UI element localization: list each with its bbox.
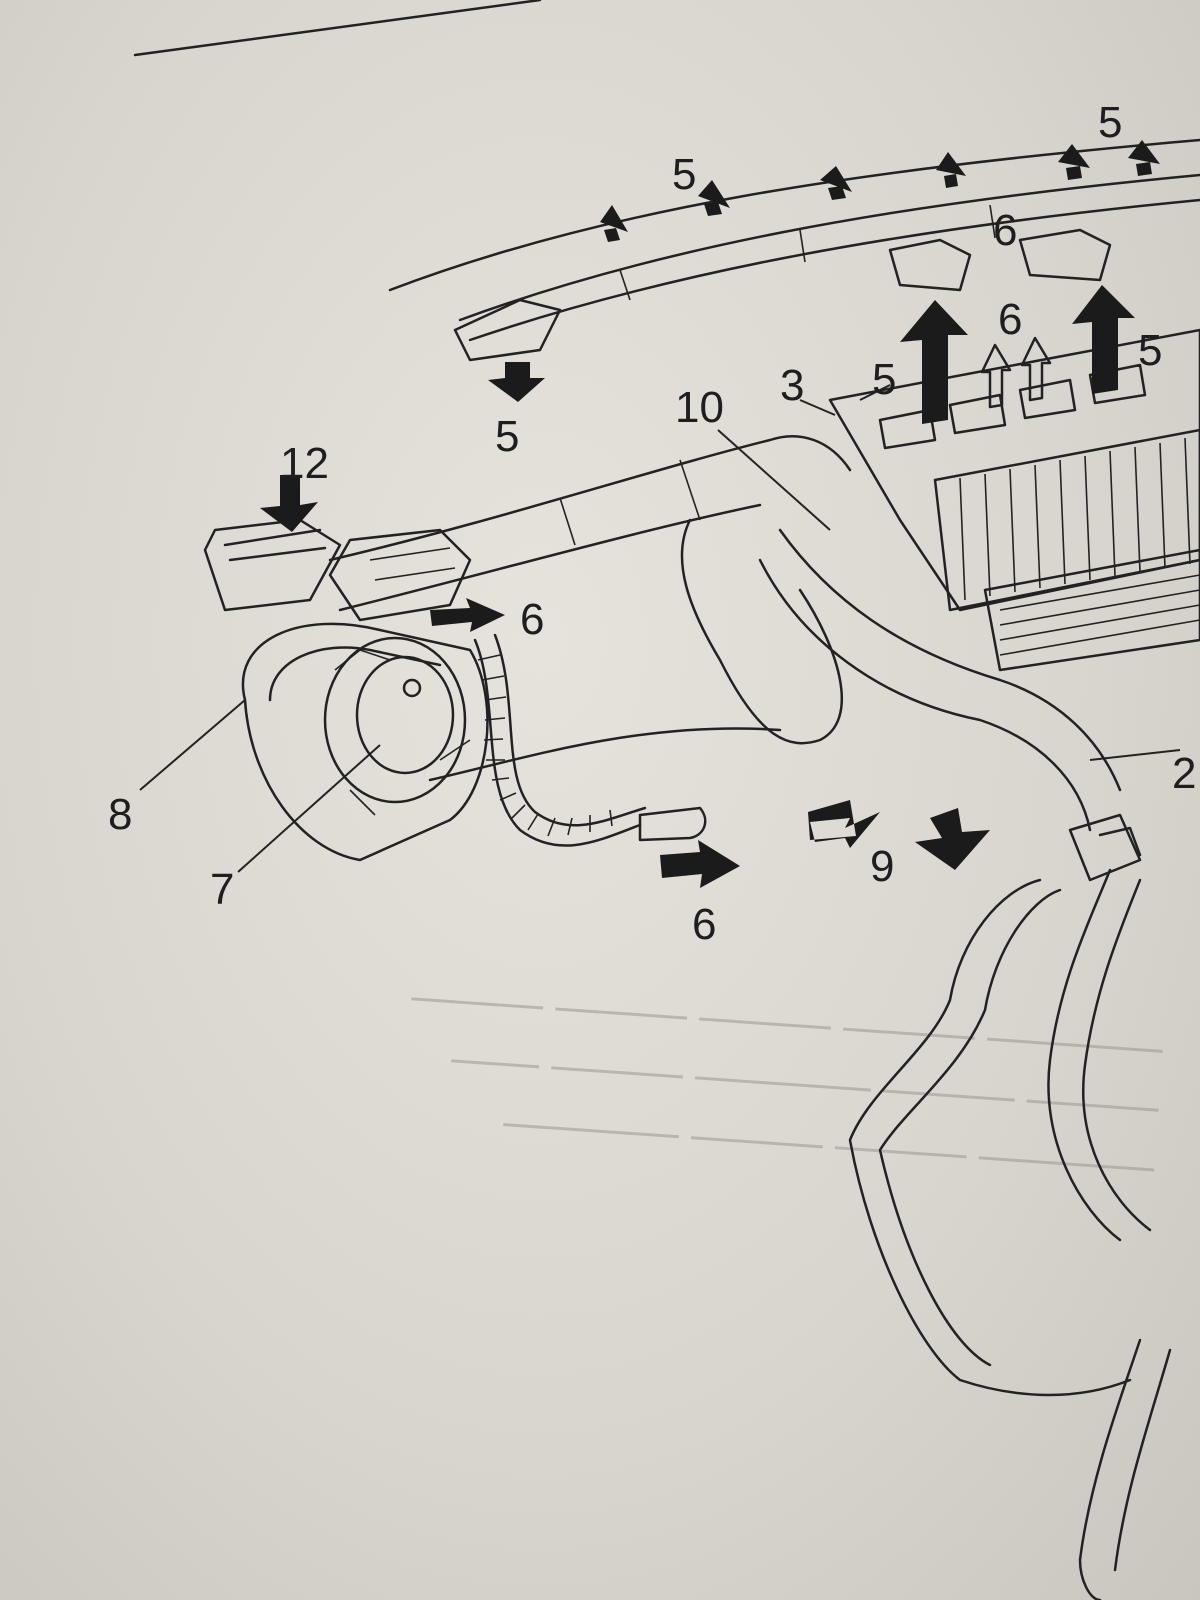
heater-grille: [933, 428, 1200, 612]
leader-line-5: [859, 384, 891, 401]
defrost-duct: [468, 198, 1200, 342]
blower-motor: [323, 636, 467, 804]
duct-band: [679, 459, 701, 521]
callout-label: 2: [1172, 749, 1197, 798]
console-duct-corner: [1068, 813, 1142, 882]
airflow-arrow-outline: [980, 343, 1012, 409]
centre-vent-box: [888, 238, 972, 292]
callout-label: 6: [993, 206, 1018, 255]
defrost-duct-rib: [619, 269, 631, 301]
hose-nozzle: [638, 806, 707, 842]
airflow-arrow-defrost: [936, 152, 966, 188]
callout-label: 8: [108, 790, 133, 839]
hose-corrugations: [477, 654, 613, 837]
duct-band: [559, 497, 576, 546]
blower-motor: [355, 655, 455, 775]
recirc-flap: [328, 528, 472, 622]
leader-line-10: [717, 429, 831, 531]
airflow-arrow-outline: [1020, 336, 1052, 402]
heater-fins: [959, 437, 1191, 601]
heater-lower-box: [983, 548, 1200, 672]
leader-line-7: [237, 744, 381, 873]
blower-motor-bracket: [334, 649, 471, 816]
console-duct: [1082, 878, 1152, 1232]
airflow-arrow-footwell: [915, 808, 990, 870]
airflow-arrow-defrost: [820, 166, 852, 200]
airflow-arrow-side-vent: [488, 362, 545, 402]
leader-line-8: [139, 699, 246, 791]
floor-duct: [778, 528, 1122, 792]
callout-label: 5: [495, 412, 520, 461]
defrost-duct: [458, 173, 1200, 322]
defrost-duct-rib: [989, 204, 996, 239]
leader-line-2: [1089, 749, 1181, 761]
callout-label: 9: [870, 842, 895, 891]
heater-lower-fins: [999, 574, 1200, 656]
callout-label: 6: [692, 900, 717, 949]
airflow-arrow-hose: [660, 840, 740, 888]
airflow-arrow-fresh-air: [260, 475, 318, 532]
centre-vent-box: [1018, 228, 1112, 282]
airflow-arrow-defrost: [698, 180, 730, 216]
airflow-arrow-footwell: [808, 800, 880, 848]
callout-label: 5: [1138, 326, 1163, 375]
callout-label: 10: [675, 383, 724, 432]
callout-label: 6: [520, 595, 545, 644]
airflow-arrow-centre-vent: [1072, 285, 1135, 394]
corrugated-hose: [473, 638, 642, 847]
airflow-arrow-defrost: [1128, 140, 1160, 176]
fresh-air-inlet: [203, 518, 342, 612]
blower-housing: [241, 622, 489, 862]
blower-motor-shaft: [402, 678, 422, 698]
console-duct-corner: [1098, 826, 1142, 857]
defrost-duct-rib: [799, 229, 806, 263]
airflow-arrow-defrost: [1058, 144, 1090, 180]
leader-line-3: [799, 399, 836, 416]
floor-duct: [680, 518, 843, 745]
airflow-arrow-centre-vent: [900, 300, 968, 424]
page-rule: [133, 0, 542, 57]
heater-vent-slots: [878, 363, 1147, 450]
airflow-arrow-defrost: [600, 205, 628, 242]
callout-label: 5: [872, 355, 897, 404]
callout-label: 5: [1098, 98, 1123, 147]
callout-label: 12: [280, 439, 329, 488]
recirc-flap-detail: [369, 547, 456, 581]
console-duct: [848, 878, 1132, 1397]
side-vent-outlet: [453, 298, 562, 362]
corrugated-hose: [493, 633, 647, 827]
callout-label: 6: [998, 295, 1023, 344]
main-air-duct: [328, 435, 852, 562]
callout-label: 7: [210, 865, 235, 914]
defrost-duct: [388, 138, 1200, 292]
fresh-air-inlet-grille: [223, 528, 327, 562]
main-air-duct: [338, 503, 762, 612]
console-duct-end: [1113, 1348, 1172, 1572]
blower-housing-flange: [268, 646, 442, 702]
callout-label: 5: [672, 150, 697, 199]
console-duct: [878, 888, 1062, 1367]
console-duct: [1047, 868, 1122, 1242]
console-duct-end: [1078, 1338, 1142, 1600]
airflow-arrow-recirc: [430, 598, 505, 632]
floor-duct: [758, 558, 1092, 832]
callout-label: 3: [780, 361, 805, 410]
floor-duct: [428, 727, 782, 782]
